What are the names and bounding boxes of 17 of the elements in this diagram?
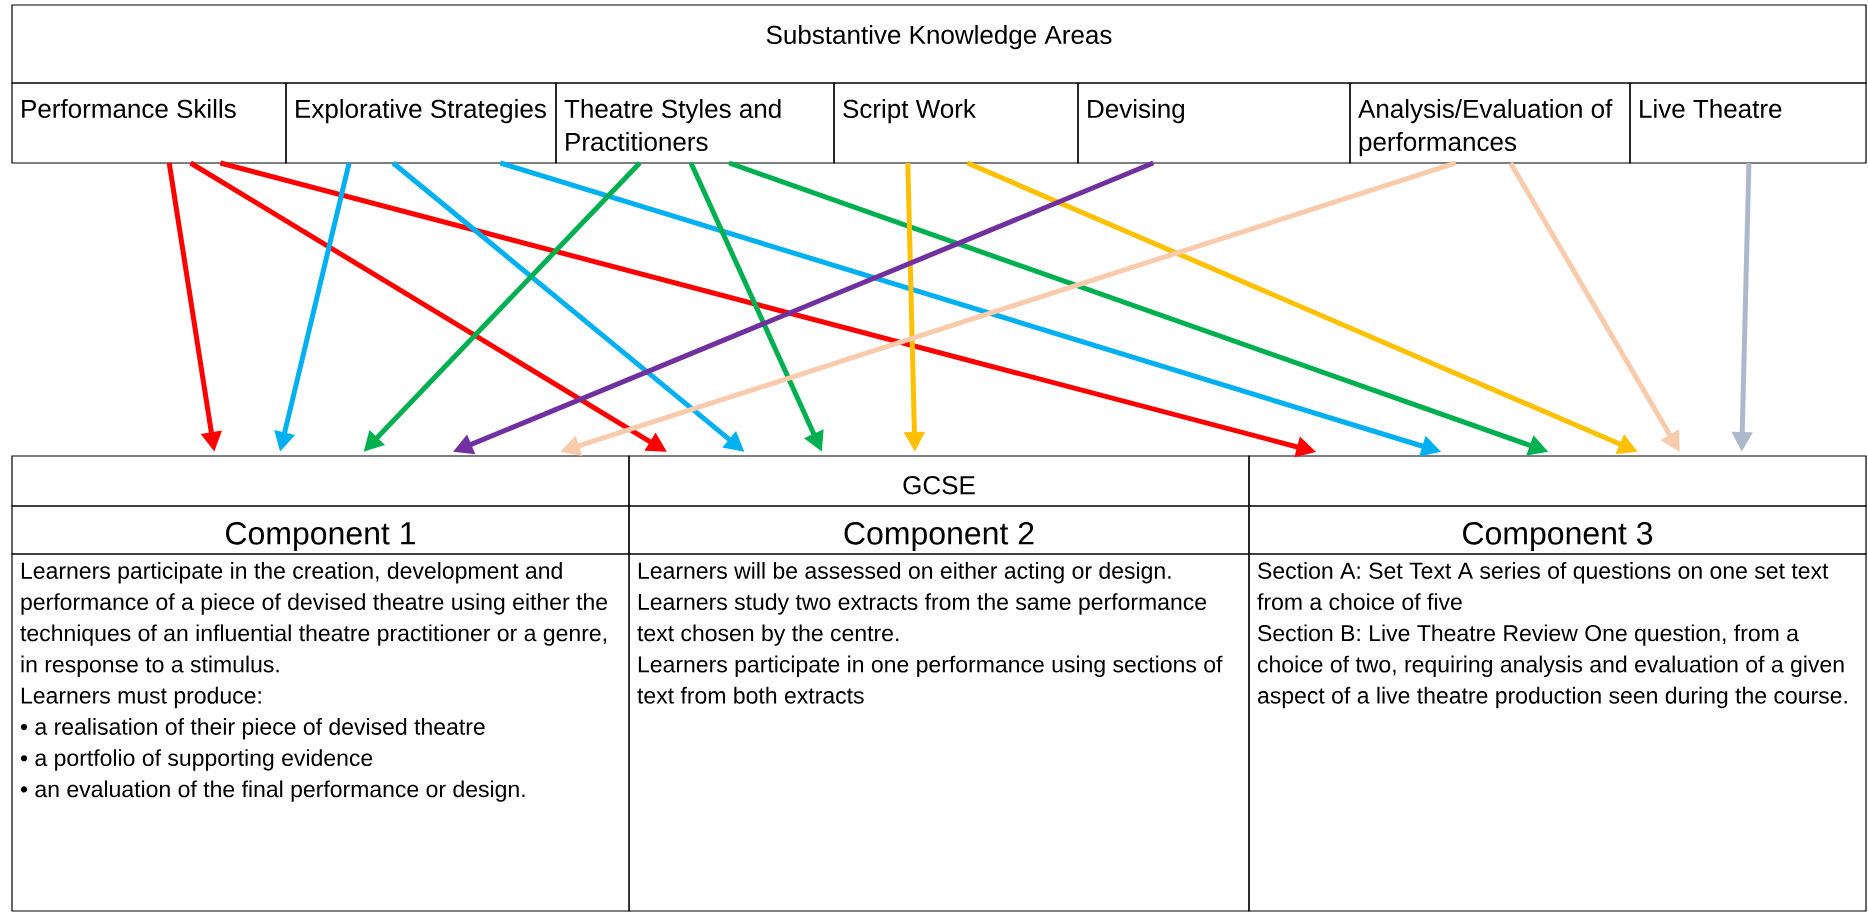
table-cell: Substantive Knowledge Areas — [11, 4, 1867, 84]
table-cell: Theatre Styles and Practitioners — [555, 82, 835, 164]
table-cell: GCSE — [628, 455, 1250, 507]
table-cell: Component 1 — [11, 505, 630, 555]
table-cell: Learners will be assessed on either acting or design. Learners study two extracts from the same performance text chosen by the centre. Learners participate in one performance using sections of text from both extracts — [628, 553, 1250, 912]
table-cell: Section A: Set Text A series of questions on one set text from a choice of five Section B: Live Theatre Review One question, from a choice of two, requiring analysis and evaluation of a given aspect of a live theatre production seen during the course. — [1248, 553, 1867, 912]
table-cell: Script Work — [833, 82, 1079, 164]
table-cell: Component 3 — [1248, 505, 1867, 555]
table-cell: Devising — [1077, 82, 1351, 164]
empty-cell — [11, 455, 630, 507]
table-cell: Explorative Strategies — [285, 82, 557, 164]
table-cell: Analysis/Evaluation of performances — [1349, 82, 1631, 164]
table-cell: Performance Skills — [11, 82, 287, 164]
empty-cell — [1248, 455, 1867, 507]
table-cell: Component 2 — [628, 505, 1250, 555]
table-cell: Learners participate in the creation, development and performance of a piece of devised theatre using either the techniques of an influential theatre practitioner or a genre, in response to a stimulus. Learners must produce: • a realisation of their piece of devised theatre • a portfolio of supporting evidence • an evaluation of the final performance or design. — [11, 553, 630, 912]
table-cell: Live Theatre — [1629, 82, 1867, 164]
